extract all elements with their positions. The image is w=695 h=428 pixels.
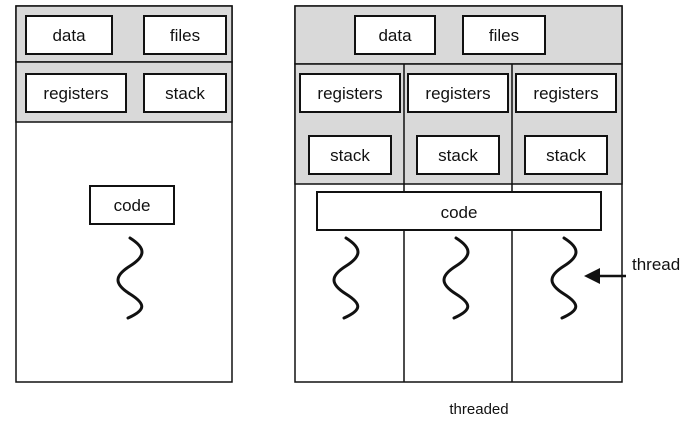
single-files-label: files xyxy=(170,26,200,45)
multi-files-box xyxy=(462,15,546,55)
thread-1-registers-label: registers xyxy=(317,84,382,103)
thread-2-stack-box xyxy=(416,135,500,175)
thread-3-stack-box xyxy=(524,135,608,175)
thread-2-squiggle xyxy=(442,236,470,320)
thread-1-registers-box xyxy=(299,73,401,113)
single-code-box xyxy=(89,185,175,225)
multi-data-box xyxy=(354,15,436,55)
single-data-box xyxy=(25,15,113,55)
multi-data-label: data xyxy=(378,26,412,45)
single-registers-label: registers xyxy=(43,84,108,103)
thread-2-registers-box xyxy=(407,73,509,113)
multithreaded-process: data files registers registers registers… xyxy=(294,5,680,418)
single-files-box xyxy=(143,15,227,55)
single-threaded-process: data files registers stack code xyxy=(15,5,233,383)
thread-2-stack-label: stack xyxy=(438,146,478,165)
thread-label: thread xyxy=(632,255,680,274)
thread-3-registers-label: registers xyxy=(533,84,598,103)
thread-1-squiggle xyxy=(332,236,360,320)
multi-code-box xyxy=(316,191,602,231)
multi-files-label: files xyxy=(489,26,519,45)
thread-1-stack-label: stack xyxy=(330,146,370,165)
single-registers-box xyxy=(25,73,127,113)
multi-shared-band xyxy=(294,5,623,65)
threaded-caption: threaded xyxy=(449,401,508,418)
single-code-label: code xyxy=(114,196,151,215)
single-stack-label: stack xyxy=(165,84,205,103)
thread-arrow-icon xyxy=(584,268,600,284)
multi-code-label: code xyxy=(441,203,478,222)
thread-2-registers-label: registers xyxy=(425,84,490,103)
single-data-label: data xyxy=(52,26,86,45)
thread-3-registers-box xyxy=(515,73,617,113)
thread-1-stack-box xyxy=(308,135,392,175)
thread-3-squiggle xyxy=(550,236,578,320)
thread-3-stack-label: stack xyxy=(546,146,586,165)
single-thread-squiggle xyxy=(116,236,144,320)
single-stack-box xyxy=(143,73,227,113)
